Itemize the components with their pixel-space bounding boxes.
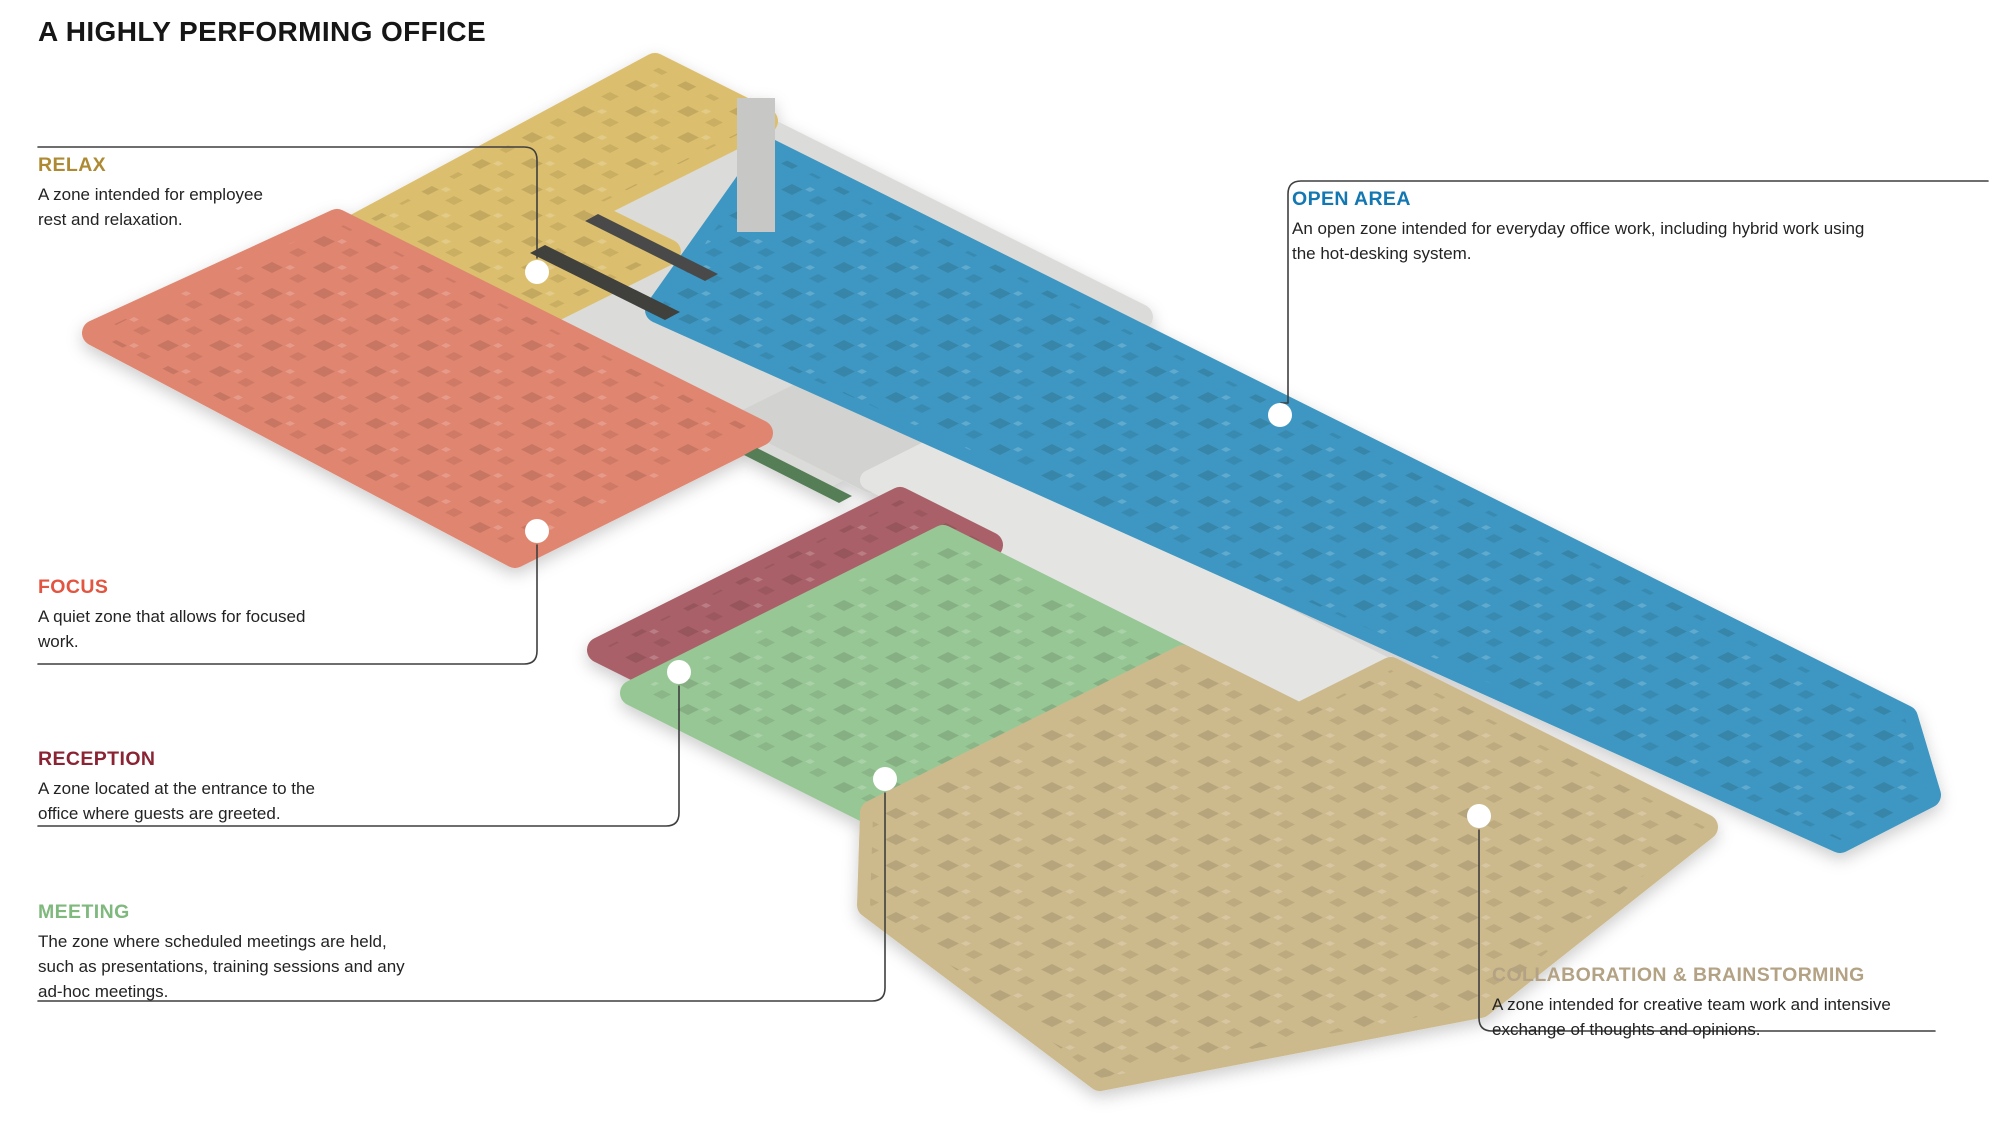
- zone-label-focus: FOCUS A quiet zone that allows for focus…: [38, 576, 418, 654]
- zone-desc-collaboration: A zone intended for creative team work a…: [1492, 995, 1891, 1039]
- zone-title-open-area: OPEN AREA: [1292, 188, 1411, 210]
- zone-desc-relax: A zone intended for employee rest and re…: [38, 185, 263, 229]
- zone-label-reception: RECEPTION A zone located at the entrance…: [38, 748, 438, 826]
- zone-desc-meeting: The zone where scheduled meetings are he…: [38, 932, 405, 1001]
- zone-connector-reception: [37, 685, 680, 827]
- zone-dot-reception: [667, 660, 691, 684]
- zone-texture-open-area: [658, 152, 1928, 840]
- plant-wall: [744, 448, 852, 503]
- zone-dot-open-area: [1268, 403, 1292, 427]
- zone-desc-focus: A quiet zone that allows for focused wor…: [38, 607, 306, 651]
- zone-label-meeting: MEETING The zone where scheduled meeting…: [38, 901, 498, 1004]
- zone-label-collaboration: COLLABORATION & BRAINSTORMING A zone int…: [1492, 964, 1972, 1042]
- zone-connector-meeting: [37, 792, 886, 1002]
- zone-title-relax: RELAX: [38, 154, 107, 176]
- connector-lines: [37, 146, 1989, 1032]
- zone-dot-focus: [525, 519, 549, 543]
- zone-title-meeting: MEETING: [38, 901, 130, 923]
- zone-connector-collaboration: [1478, 829, 1936, 1032]
- kitchen-counter: [530, 245, 680, 320]
- zone-label-relax: RELAX A zone intended for employee rest …: [38, 154, 398, 232]
- kitchen-counter-2: [585, 214, 718, 281]
- zone-dot-relax: [525, 260, 549, 284]
- zone-texture-collaboration: [870, 658, 1705, 1078]
- page-title: A HIGHLY PERFORMING OFFICE: [38, 16, 487, 47]
- zone-title-collaboration: COLLABORATION & BRAINSTORMING: [1492, 964, 1865, 986]
- zone-label-open-area: OPEN AREA An open zone intended for ever…: [1292, 188, 1992, 266]
- zone-desc-open-area: An open zone intended for everyday offic…: [1292, 219, 1865, 263]
- zone-marker-dots: [525, 260, 1491, 828]
- zone-connector-relax: [37, 146, 538, 259]
- zone-dot-meeting: [873, 767, 897, 791]
- zone-connector-open-area: [1280, 180, 1989, 404]
- zone-dot-collaboration: [1467, 804, 1491, 828]
- zone-desc-reception: A zone located at the entrance to the of…: [38, 779, 315, 823]
- zone-title-focus: FOCUS: [38, 576, 109, 598]
- zone-title-reception: RECEPTION: [38, 748, 156, 770]
- center-wall: [737, 98, 775, 232]
- zone-texture-meeting: [633, 538, 1183, 813]
- zone-connector-focus: [37, 544, 538, 665]
- zone-texture-focus: [95, 222, 760, 555]
